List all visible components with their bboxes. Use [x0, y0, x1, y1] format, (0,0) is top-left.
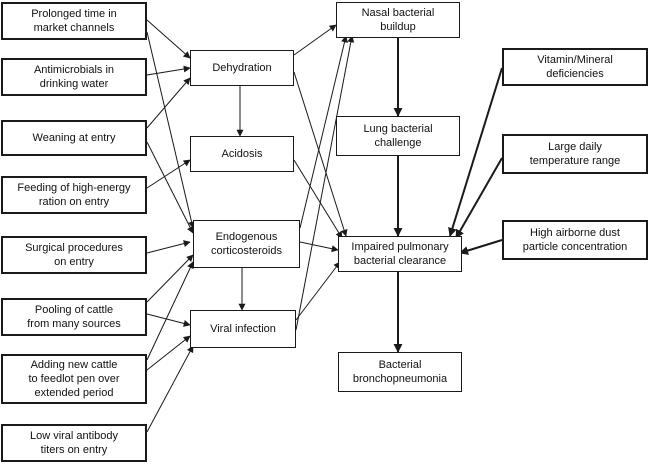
bronchopneumonia-box: Bacterial bronchopneumonia	[338, 352, 462, 392]
low-antibody-label: Low viral antibody titers on entry	[29, 429, 119, 456]
pooling-label: Pooling of cattle from many sources	[27, 303, 121, 330]
arrow-corticosteroids-to-nasal	[299, 35, 348, 229]
arrow-adding-to-corticosteroids	[146, 261, 194, 361]
viral-infection-box: Viral infection	[190, 310, 296, 348]
adding-cattle-box: Adding new cattle to feedlot pen over ex…	[1, 354, 147, 404]
lung-challenge-box: Lung bacterial challenge	[336, 116, 460, 156]
impaired-clearance-label: Impaired pulmonary bacterial clearance	[351, 240, 449, 267]
arrow-pooling-to-corticosteroids	[146, 254, 194, 303]
arrow-prolonged-to-dehydration	[146, 19, 191, 59]
nasal-buildup-box: Nasal bacterial buildup	[336, 2, 460, 38]
airborne-dust-label: High airborne dust particle concentratio…	[522, 226, 628, 253]
acidosis-box: Acidosis	[190, 136, 294, 172]
arrow-dust-to-impaired	[459, 239, 503, 255]
weaning-box: Weaning at entry	[1, 120, 147, 156]
weaning-label: Weaning at entry	[32, 131, 116, 144]
arrow-prolonged-to-corticosteroids	[146, 31, 195, 229]
arrow-acidosis-to-impaired	[293, 159, 343, 239]
arrow-dehydration-to-nasal	[293, 24, 337, 56]
bronchopneumonia-label: Bacterial bronchopneumonia	[352, 358, 448, 385]
arrow-surgical-to-corticosteroids	[146, 240, 191, 254]
temperature-range-label: Large daily temperature range	[529, 140, 621, 167]
prolonged-time-label: Prolonged time in market channels	[31, 7, 117, 34]
impaired-clearance-box: Impaired pulmonary bacterial clearance	[338, 236, 462, 272]
acidosis-label: Acidosis	[221, 147, 263, 160]
arrow-ration-to-acidosis	[146, 159, 191, 189]
arrow-viral-to-nasal	[295, 35, 355, 331]
antimicrobials-box: Antimicrobials in drinking water	[1, 58, 147, 96]
arrow-weaning-to-corticosteroids	[146, 141, 194, 234]
antimicrobials-label: Antimicrobials in drinking water	[33, 63, 115, 90]
arrow-weaning-to-dehydration	[146, 77, 191, 129]
arrow-adding-to-viral	[146, 335, 191, 371]
airborne-dust-box: High airborne dust particle concentratio…	[502, 220, 648, 260]
dehydration-box: Dehydration	[190, 50, 294, 86]
surgical-procedures-label: Surgical procedures on entry	[25, 241, 123, 268]
dehydration-label: Dehydration	[212, 61, 272, 74]
arrow-dehydration-to-impaired	[293, 71, 348, 237]
pooling-box: Pooling of cattle from many sources	[1, 298, 147, 336]
nasal-buildup-label: Nasal bacterial buildup	[361, 6, 435, 33]
adding-cattle-label: Adding new cattle to feedlot pen over ex…	[28, 358, 120, 400]
corticosteroids-label: Endogenous corticosteroids	[211, 230, 282, 257]
vitamin-mineral-label: Vitamin/Mineral deficiencies	[537, 53, 613, 80]
arrow-vitamin-to-impaired	[448, 67, 503, 237]
high-energy-ration-box: Feeding of high-energy ration on entry	[1, 176, 147, 214]
arrow-temperature-to-impaired	[455, 157, 503, 239]
corticosteroids-box: Endogenous corticosteroids	[193, 220, 300, 268]
viral-infection-label: Viral infection	[210, 322, 276, 335]
temperature-range-box: Large daily temperature range	[502, 134, 648, 174]
arrow-pooling-to-viral	[146, 313, 191, 327]
low-antibody-box: Low viral antibody titers on entry	[1, 424, 147, 462]
surgical-procedures-box: Surgical procedures on entry	[1, 236, 147, 274]
arrow-corticosteroids-to-impaired	[299, 241, 339, 253]
arrow-antibody-to-viral	[146, 345, 194, 433]
lung-challenge-label: Lung bacterial challenge	[363, 122, 433, 149]
vitamin-mineral-box: Vitamin/Mineral deficiencies	[502, 48, 648, 86]
arrow-antimicrobials-to-dehydration	[146, 65, 191, 76]
prolonged-time-box: Prolonged time in market channels	[1, 2, 147, 40]
high-energy-ration-label: Feeding of high-energy ration on entry	[17, 181, 131, 208]
arrow-viral-to-impaired	[295, 261, 341, 321]
